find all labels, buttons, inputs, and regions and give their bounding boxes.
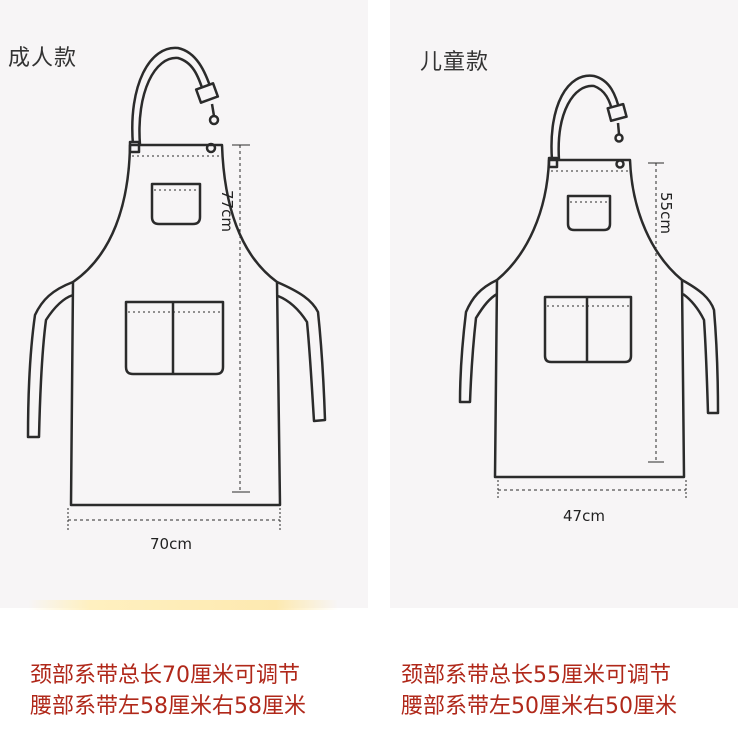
- adult-neck-strap-note: 颈部系带总长70厘米可调节: [30, 663, 300, 688]
- adult-strap-buckle: [194, 82, 220, 104]
- child-waist-strap-note: 腰部系带左50厘米右50厘米: [401, 694, 677, 719]
- adult-apron-illustration: [26, 46, 327, 507]
- child-panel: [390, 0, 738, 608]
- child-strap-notes: 颈部系带总长55厘米可调节 腰部系带左50厘米右50厘米: [401, 660, 677, 722]
- child-waist-tie-left: [458, 278, 498, 404]
- child-apron-illustration: [458, 74, 720, 479]
- child-bib-eyelet-right: [615, 159, 625, 169]
- adult-waist-pocket: [124, 300, 225, 376]
- adult-strap-notes: 颈部系带总长70厘米可调节 腰部系带左58厘米右58厘米: [30, 660, 306, 722]
- adult-waist-strap-note: 腰部系带左58厘米右58厘米: [30, 694, 306, 719]
- child-waist-pocket: [543, 295, 633, 364]
- adult-title: 成人款: [8, 46, 78, 71]
- adult-chest-pocket: [150, 182, 202, 226]
- child-apron-body: [493, 158, 686, 479]
- adult-height-label: 77cm: [218, 190, 236, 232]
- child-height-label: 55cm: [657, 192, 675, 234]
- adult-apron-body: [69, 143, 282, 507]
- adult-panel: [0, 0, 368, 608]
- adult-neck-strap: [131, 46, 214, 146]
- adult-bib-eyelet-left: [128, 140, 141, 154]
- child-height-dimension: [648, 162, 664, 463]
- decorative-highlight-strip: [28, 600, 338, 610]
- adult-waist-tie-right: [276, 280, 327, 423]
- adult-waist-tie-left: [26, 280, 74, 439]
- child-width-dimension: [497, 480, 687, 500]
- child-width-label: 47cm: [563, 507, 605, 525]
- panel-divider: [368, 0, 390, 608]
- adult-width-dimension: [67, 508, 281, 532]
- child-neck-strap-note: 颈部系带总长55厘米可调节: [401, 663, 671, 688]
- child-strap-buckle: [606, 102, 628, 123]
- child-neck-strap: [550, 74, 622, 161]
- adult-height-dimension: [232, 144, 250, 493]
- child-chest-pocket: [566, 194, 612, 232]
- adult-width-label: 70cm: [150, 535, 192, 553]
- child-waist-tie-right: [681, 278, 720, 415]
- child-title: 儿童款: [420, 50, 490, 75]
